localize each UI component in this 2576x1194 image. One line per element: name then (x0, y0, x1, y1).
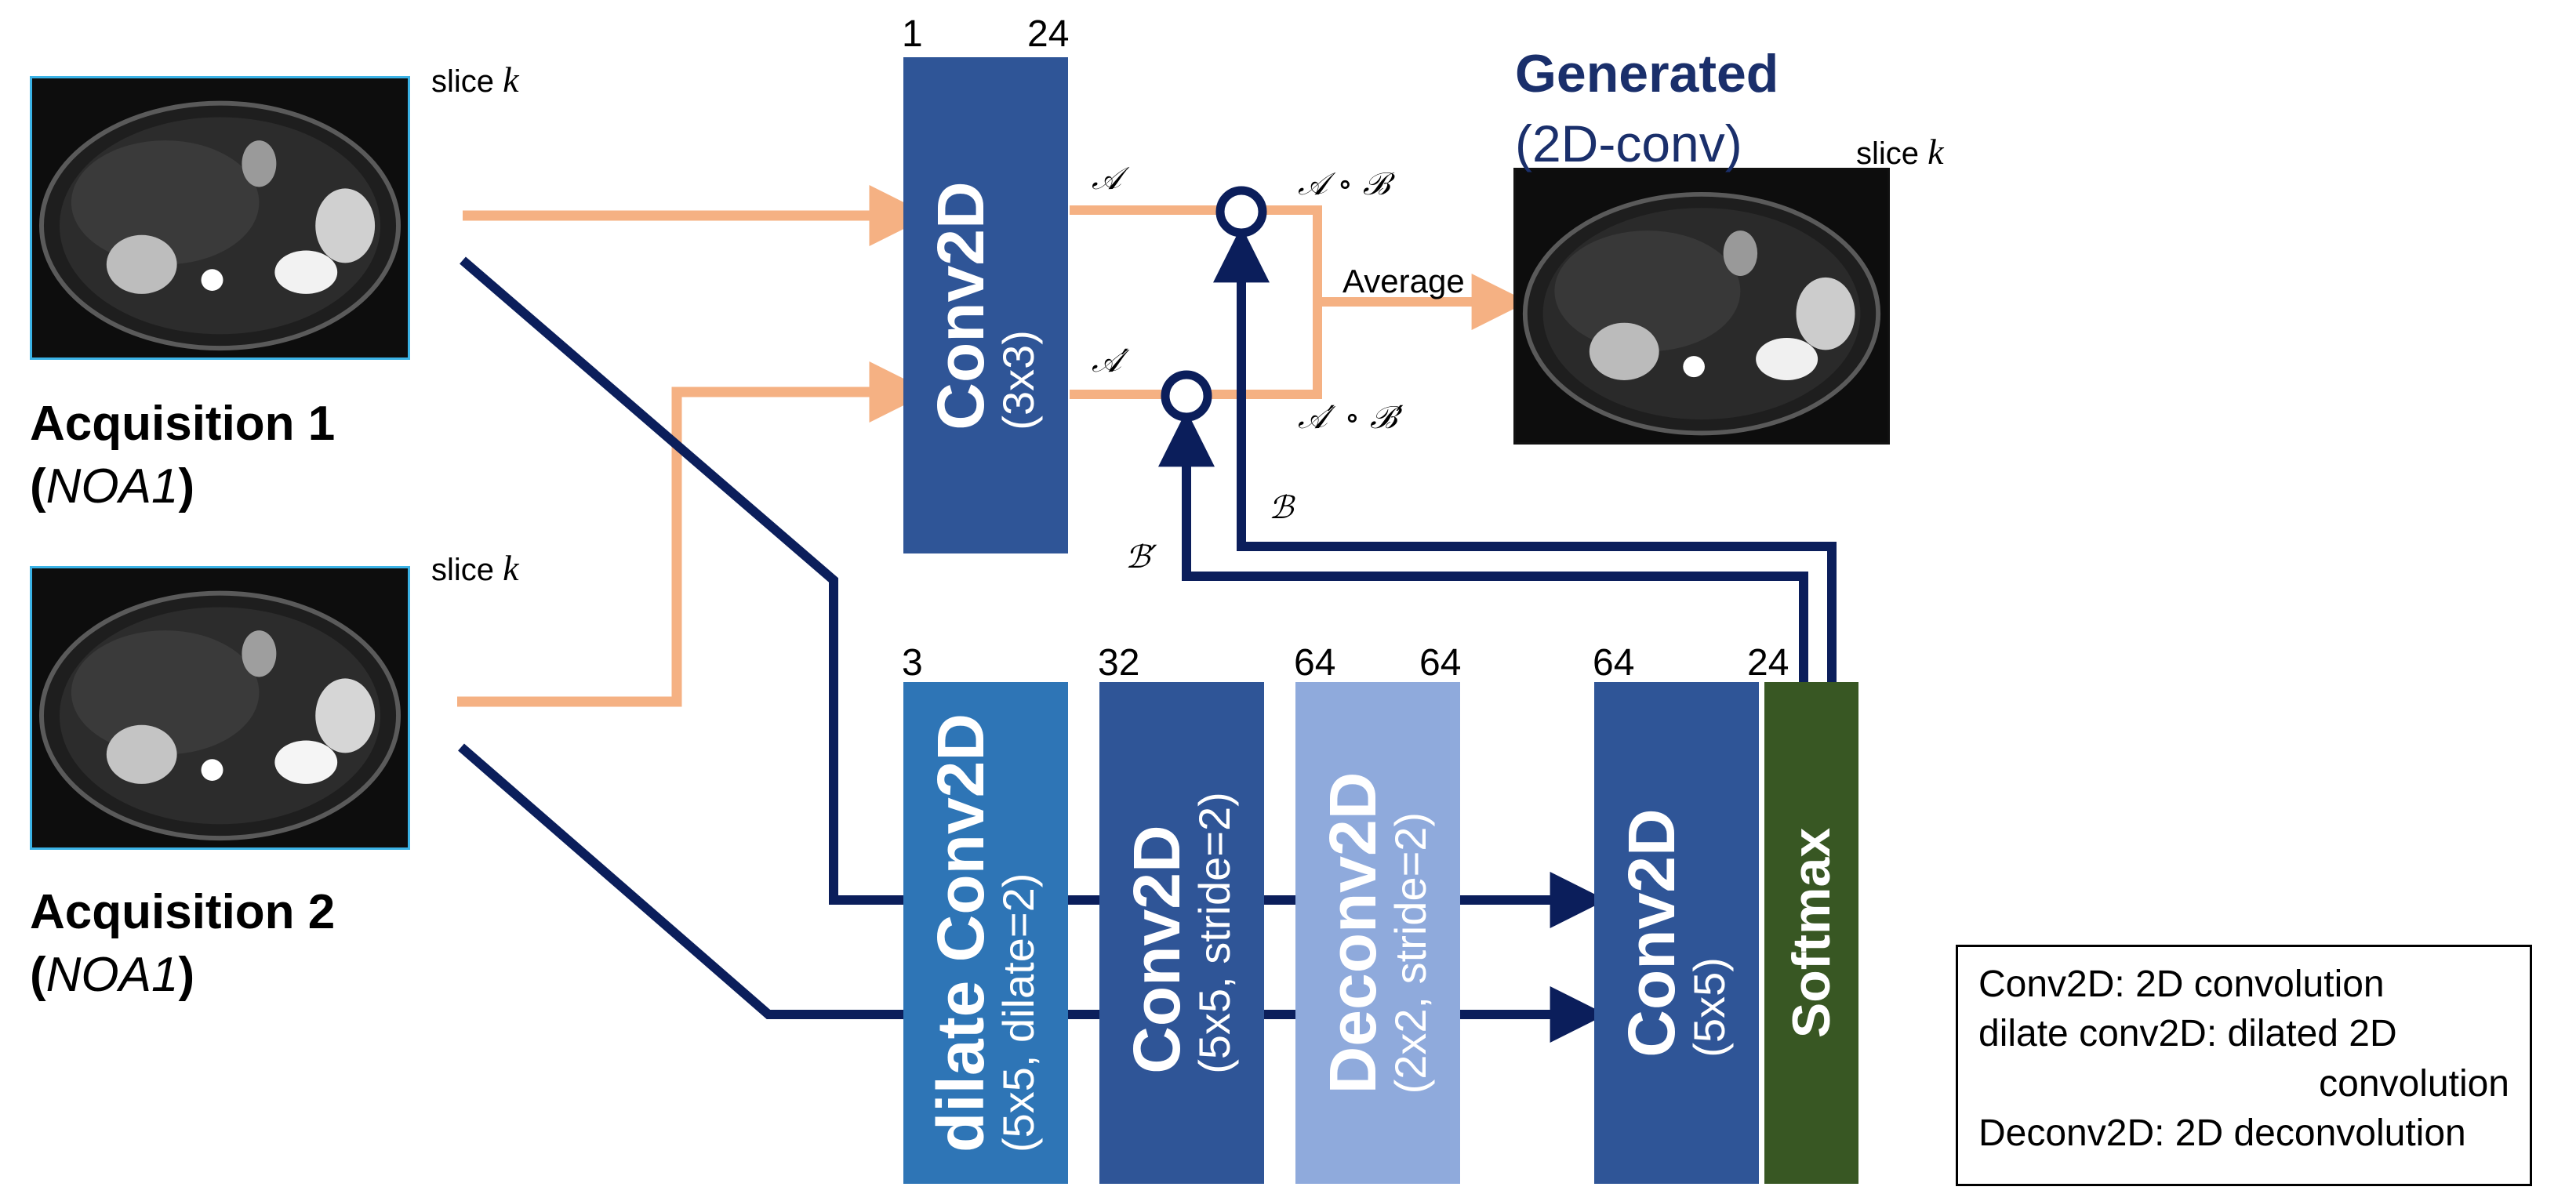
mri-slice-graphic (32, 568, 408, 847)
generated-image (1513, 168, 1890, 445)
generated-slice-label: slice k (1856, 132, 1944, 172)
acquisition-2-title: Acquisition 2 (30, 885, 336, 939)
block-params: (2x2, stride=2) (1385, 811, 1435, 1094)
orange-merge-top (1263, 205, 1322, 302)
label-A: 𝒜 (1092, 161, 1121, 197)
block-title: Deconv2D (1315, 771, 1390, 1094)
mri-slice-graphic (32, 78, 408, 357)
acquisition-2-sequence: (NOA1) (30, 948, 195, 1002)
legend-line-dilate-cont: convolution (2319, 1062, 2509, 1105)
label-B: ℬ (1269, 490, 1294, 526)
navy-arrow-B (1213, 226, 1837, 686)
block-params: (5x5, dilate=2) (993, 873, 1043, 1153)
label-A-prime: 𝒜′ (1092, 343, 1128, 379)
block-params: (3x3) (993, 329, 1043, 430)
multiply-node-bottom (1161, 370, 1212, 422)
acquisition-2-image (30, 566, 410, 850)
label-B-prime: ℬ′ (1125, 539, 1157, 575)
legend-line-dilate: dilate conv2D: dilated 2D (1978, 1013, 2397, 1055)
dilate-block-channels: 3 (902, 642, 923, 684)
acquisition-1-sequence: (NOA1) (30, 459, 195, 514)
deconv2d-block: Deconv2D (2x2, stride=2) (1295, 682, 1460, 1184)
label-A-prime-circ-B-prime: 𝒜′ ∘ ℬ′ (1298, 400, 1404, 436)
block-title: Softmax (1782, 827, 1841, 1039)
generated-title: Generated (1515, 44, 1779, 103)
block-params: (5x5) (1684, 957, 1734, 1058)
orange-merge-bottom (1209, 302, 1322, 399)
orange-arrow-acq2-to-conv (457, 361, 931, 707)
block-title: dilate Conv2D (923, 713, 997, 1153)
legend-line-deconv2d: Deconv2D: 2D deconvolution (1978, 1112, 2466, 1155)
deconv-block-channels-in: 64 (1294, 642, 1336, 684)
navy-arrow-B-prime (1158, 410, 1808, 686)
mri-slice-graphic (1516, 170, 1887, 442)
average-label: Average (1342, 263, 1465, 299)
softmax-block: Softmax (1764, 682, 1858, 1184)
legend-box: Conv2D: 2D convolution dilate conv2D: di… (1956, 945, 2532, 1186)
acquisition-1-title: Acquisition 1 (30, 397, 336, 451)
acquisition-1-slice-label: slice k (431, 60, 519, 100)
acquisition-2-slice-label: slice k (431, 548, 519, 588)
block-title: Conv2D (1614, 808, 1688, 1058)
conv2d-stride-block-channels: 32 (1098, 642, 1140, 684)
generated-subtitle: (2D-conv) (1515, 114, 1742, 172)
top-block-channels-out: 24 (1027, 13, 1070, 55)
block-title: Conv2D (1119, 825, 1194, 1074)
top-conv2d-block: Conv2D (3x3) (903, 57, 1068, 553)
conv2d-5x5-block: Conv2D (5x5) (1594, 682, 1759, 1184)
conv2d-stride-block: Conv2D (5x5, stride=2) (1099, 682, 1264, 1184)
deconv-block-channels-out: 64 (1419, 642, 1462, 684)
legend-line-conv2d: Conv2D: 2D convolution (1978, 964, 2385, 1005)
block-title: Conv2D (923, 180, 997, 430)
conv2d-5x5-block-channels: 64 (1593, 642, 1635, 684)
acquisition-1-image (30, 76, 410, 360)
block-params: (5x5, stride=2) (1189, 792, 1239, 1074)
dilate-conv2d-block: dilate Conv2D (5x5, dilate=2) (903, 682, 1068, 1184)
label-A-circ-B: 𝒜 ∘ ℬ (1298, 166, 1390, 202)
softmax-block-channels: 24 (1747, 642, 1789, 684)
multiply-node-top (1215, 186, 1267, 238)
top-block-channels-in: 1 (902, 13, 923, 55)
